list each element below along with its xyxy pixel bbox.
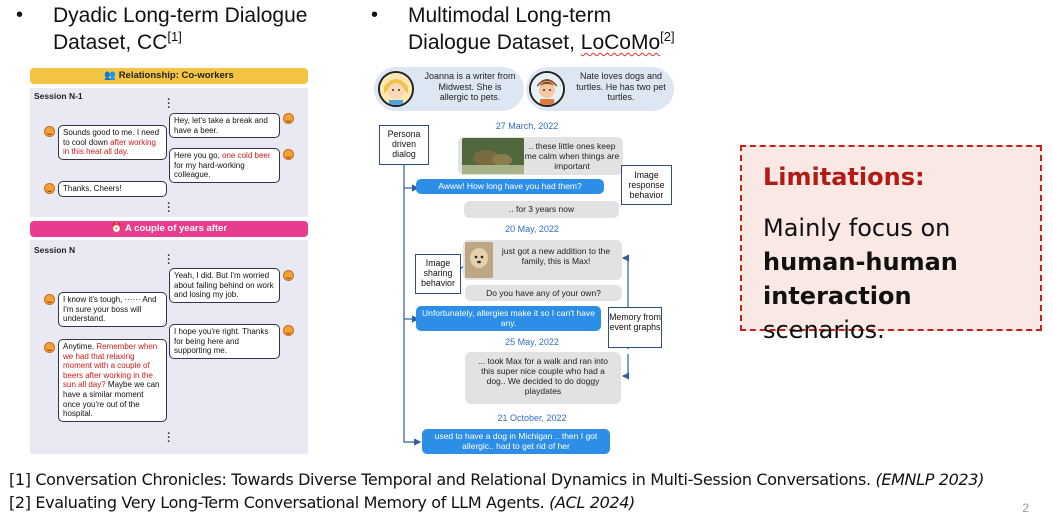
message-bubble: Awww! How long have you had them? — [416, 179, 604, 194]
page-number: 2 — [1022, 501, 1029, 515]
cc-figure: 👥 Relationship: Co-workers Session N-1 ·… — [30, 68, 308, 454]
label-image-response: Image response behavior — [621, 165, 672, 205]
session-n: Session N ··· Yeah, I did. But I'm worri… — [30, 240, 308, 454]
chat-bubble: Sounds good to me. I need to cool down a… — [58, 125, 167, 160]
speaker-face-icon — [283, 149, 294, 160]
bullet-dot: • — [371, 4, 379, 26]
cc-ref-marker: [1] — [167, 29, 182, 44]
message-bubble: Do you have any of your own? — [465, 285, 622, 301]
chat-bubble: Hey, let's take a break and have a beer. — [169, 113, 280, 139]
chat-bubble: I know it's tough, ······ And I'm sure y… — [58, 292, 167, 327]
session-title: Session N-1 — [34, 91, 83, 101]
joanna-avatar — [378, 71, 414, 107]
more-dots-icon: ··· — [167, 198, 171, 218]
speaker-face-icon — [44, 342, 55, 353]
turtles-photo — [462, 138, 524, 174]
speaker-face-icon — [44, 126, 55, 137]
chat-bubble: Here you go, one cold beer for my hard-w… — [169, 148, 280, 183]
cc-title-line2: Dataset, CC — [53, 31, 168, 54]
time-bar: ⏰ A couple of years after — [30, 221, 308, 237]
date-label: 20 May, 2022 — [505, 224, 559, 234]
limitations-title: Limitations: — [763, 163, 925, 191]
label-memory-graphs: Memory from event graphs — [608, 307, 662, 348]
reference-1: [1] Conversation Chronicles: Towards Div… — [9, 470, 984, 489]
speaker-face-icon — [283, 113, 294, 124]
message-bubble: Unfortunately, allergies make it so I ca… — [416, 306, 601, 331]
label-persona-driven: Persona driven dialog — [379, 125, 429, 165]
message-bubble: ... took Max for a walk and ran into thi… — [465, 352, 621, 404]
locomo-title-line2: Dialogue Dataset, — [408, 31, 581, 54]
chat-bubble: Thanks. Cheers! — [58, 181, 167, 197]
locomo-ref-marker: [2] — [660, 29, 675, 44]
date-label: 21 October, 2022 — [497, 413, 567, 423]
session-title: Session N — [34, 245, 76, 255]
relationship-icon: 👥 — [104, 70, 119, 81]
session-n-minus-1: Session N-1 ··· Hey, let's take a break … — [30, 88, 308, 218]
chat-bubble: Anytime. Remember when we had that relax… — [58, 339, 167, 422]
speaker-face-icon — [44, 183, 55, 194]
reference-2: [2] Evaluating Very Long-Term Conversati… — [9, 493, 635, 512]
locomo-figure: Joanna is a writer from Midwest. She is … — [368, 62, 678, 457]
chat-bubble: I hope you're right. Thanks for being he… — [169, 324, 280, 359]
speaker-face-icon — [44, 294, 55, 305]
more-dots-icon: ··· — [167, 428, 171, 448]
more-dots-icon: ··· — [167, 250, 171, 270]
locomo-bullet-title: • Multimodal Long-term Dialogue Dataset,… — [371, 2, 718, 56]
chat-bubble: Yeah, I did. But I'm worried about faili… — [169, 268, 280, 303]
cc-title-line1: Dyadic Long-term Dialogue — [53, 4, 308, 27]
date-label: 27 March, 2022 — [495, 121, 559, 131]
dog-photo — [465, 242, 493, 278]
locomo-name: LoCoMo — [580, 31, 661, 54]
date-label: 25 May, 2022 — [505, 337, 559, 347]
speaker-face-icon — [283, 270, 294, 281]
limitations-box: Limitations: Mainly focus on human-human… — [740, 145, 1042, 344]
message-bubble: used to have a dog in Michigan .. then I… — [422, 429, 610, 454]
limitations-text: Mainly focus on human-human interaction … — [763, 214, 958, 344]
relationship-bar: 👥 Relationship: Co-workers — [30, 68, 308, 84]
nate-avatar — [529, 71, 565, 107]
clock-icon: ⏰ — [110, 223, 126, 234]
locomo-title-line1: Multimodal Long-term — [408, 4, 612, 27]
bullet-dot: • — [16, 4, 24, 26]
label-image-sharing: Image sharing behavior — [415, 254, 461, 294]
cc-bullet-title: • Dyadic Long-term Dialogue Dataset, CC[… — [16, 2, 353, 56]
message-bubble: .. for 3 years now — [464, 201, 619, 218]
speaker-face-icon — [283, 325, 294, 336]
more-dots-icon: ··· — [167, 94, 171, 114]
